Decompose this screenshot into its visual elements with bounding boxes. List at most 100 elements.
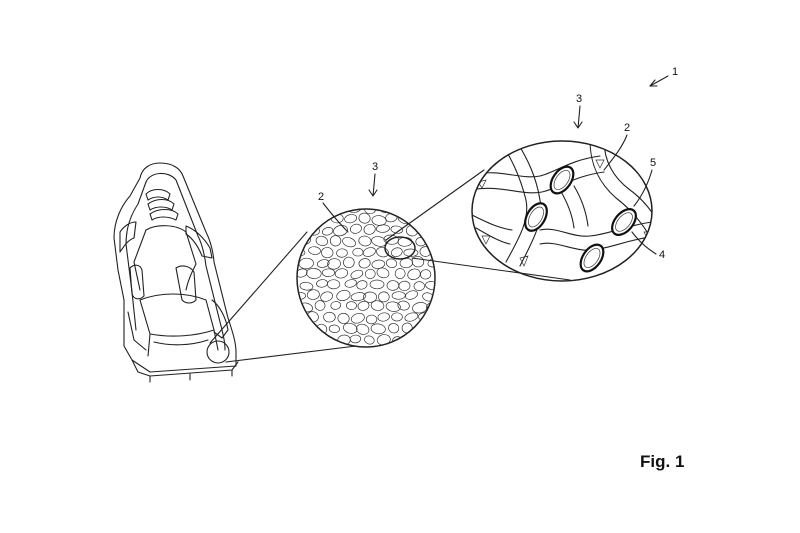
foam-cell — [401, 322, 413, 334]
label-3-big: 3 — [576, 93, 582, 105]
foam-cell — [411, 255, 425, 268]
foam-cell — [297, 226, 307, 237]
foam-cell — [334, 268, 349, 279]
figure-caption: Fig. 1 — [640, 452, 684, 471]
foam-cell — [350, 269, 364, 279]
foam-cell — [297, 209, 306, 213]
foam-cell — [406, 209, 418, 214]
foam-cell — [337, 312, 350, 324]
foam-cell — [365, 314, 378, 325]
foam-cell — [427, 213, 435, 224]
foam-cell — [327, 279, 341, 290]
foam-cell — [378, 291, 390, 303]
foam-cell — [376, 247, 389, 258]
foam-cell — [370, 323, 386, 335]
foam-cell — [412, 302, 428, 314]
foam-cell — [429, 235, 435, 247]
foam-cell — [391, 312, 403, 322]
foam-cell — [323, 311, 336, 323]
foam-cell — [377, 312, 390, 322]
foam-cell — [370, 300, 385, 311]
label-2-big: 2 — [624, 122, 630, 134]
foam-cell — [306, 289, 320, 300]
label-2-mid: 2 — [318, 191, 324, 203]
label-3-mid: 3 — [372, 161, 378, 173]
foam-cell — [357, 300, 370, 311]
foam-cell — [362, 291, 378, 303]
foam-cell — [397, 236, 413, 247]
foam-cell — [321, 247, 334, 259]
foam-cell — [297, 311, 307, 323]
foam-cell — [410, 214, 425, 225]
magnification-lines-1 — [209, 231, 357, 363]
foam-cell — [344, 279, 357, 288]
foam-cell — [313, 212, 327, 223]
foam-cell — [405, 333, 419, 344]
foam-cell — [315, 235, 328, 246]
foam-cell — [385, 258, 398, 268]
foam-cell — [305, 333, 320, 345]
foam-cell — [329, 235, 342, 247]
foam-cell — [422, 334, 434, 344]
foam-cell — [358, 258, 371, 269]
foam-cell — [364, 268, 376, 279]
reference-labels: 1 3 2 3 2 5 4 Fig. 1 — [318, 66, 684, 471]
foam-cell — [364, 335, 375, 345]
foam-cell — [386, 280, 400, 291]
foam-cell — [316, 259, 330, 268]
foam-cell — [356, 323, 370, 335]
foam-cell — [413, 281, 425, 291]
foam-cell — [350, 292, 366, 302]
foam-cell — [315, 323, 328, 335]
foam-cell — [330, 301, 342, 310]
foam-cell — [347, 209, 363, 213]
foam-cell — [327, 258, 341, 270]
seat-drawing — [113, 162, 239, 383]
foam-cell — [298, 257, 314, 270]
foam-cell — [350, 312, 365, 324]
magnification-lines-2 — [385, 169, 571, 281]
foam-cell — [299, 281, 314, 291]
foam-cell — [385, 301, 401, 312]
foam-cell — [336, 289, 351, 302]
inclusion-capsules — [524, 165, 637, 273]
foam-cell — [302, 215, 315, 224]
foam-cell — [405, 290, 418, 300]
foam-cell — [333, 224, 348, 237]
foam-cell — [375, 224, 390, 233]
label-4: 4 — [659, 249, 665, 261]
foam-cell — [362, 247, 376, 257]
foam-cell — [346, 301, 357, 310]
foam-cell — [344, 214, 358, 224]
foam-cell — [358, 212, 371, 224]
foam-cell — [336, 248, 348, 258]
foam-cell — [320, 291, 333, 302]
label-5: 5 — [650, 157, 656, 169]
foam-cell — [352, 247, 364, 257]
foam-cell — [358, 235, 372, 247]
foam-cell — [316, 279, 328, 288]
foam-cell — [388, 323, 400, 334]
foam-cell — [371, 215, 387, 226]
foam-cell — [321, 268, 336, 277]
foam-cell — [390, 247, 403, 258]
foam-cell — [376, 267, 390, 279]
foam-cell — [391, 209, 404, 213]
foam-cell — [322, 227, 334, 236]
foam-cell — [404, 312, 419, 322]
foam-cell — [391, 291, 406, 300]
foam-cell — [356, 280, 368, 290]
foam-cell — [349, 223, 362, 234]
foam-cell — [407, 268, 421, 280]
foam-cell — [363, 223, 376, 235]
foam-cell — [369, 279, 385, 290]
label-1: 1 — [672, 66, 678, 78]
foam-cell — [420, 269, 432, 280]
foam-cell — [306, 267, 322, 279]
foam-cell — [425, 281, 435, 291]
inclusion-detail-ellipse — [471, 140, 653, 282]
foam-cell — [328, 324, 340, 333]
foam-cell — [297, 335, 308, 345]
foam-cell — [314, 300, 326, 311]
